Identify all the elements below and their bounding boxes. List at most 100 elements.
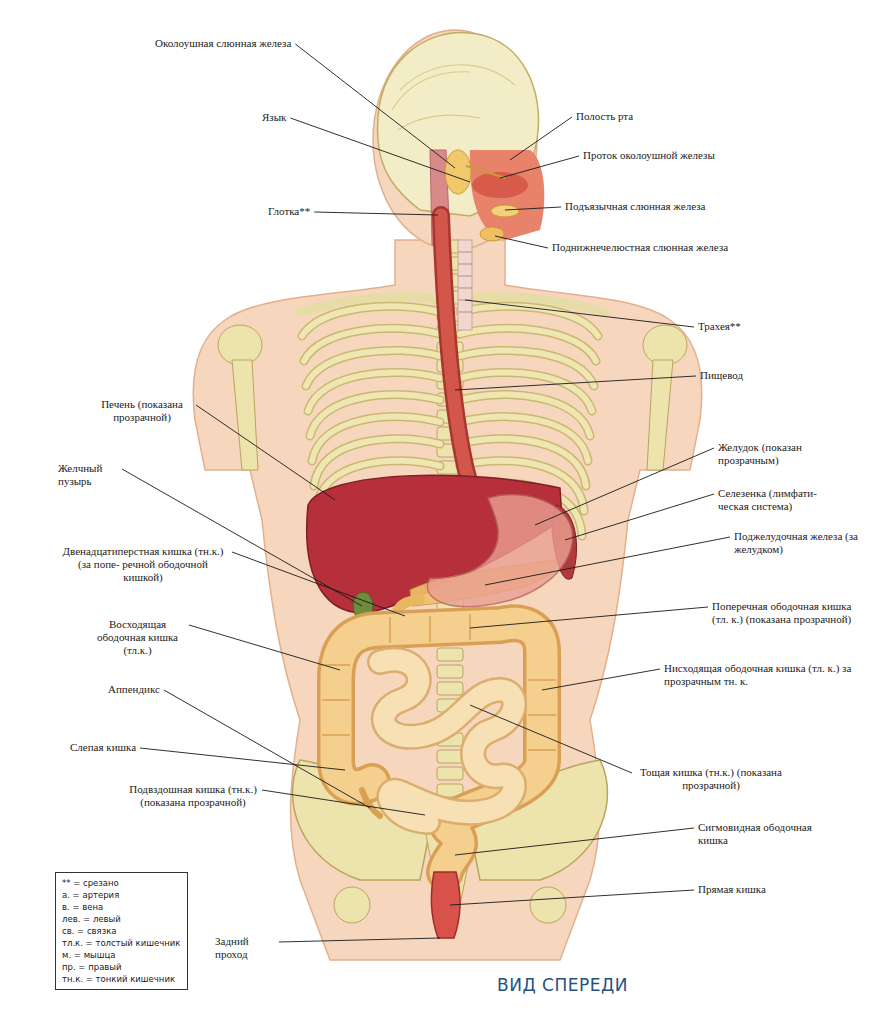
mouth-organs-part	[445, 150, 471, 194]
part-label: Подъязычная слюнная железа	[565, 200, 705, 213]
leader-line	[485, 537, 730, 585]
part-label: Задний проход	[215, 935, 275, 961]
leader-line	[465, 300, 694, 327]
colon-part	[336, 623, 542, 872]
stomach	[427, 495, 572, 607]
legend-entry: лев. = левый	[62, 913, 181, 925]
ribs-part	[460, 372, 592, 411]
part-label: Трахея**	[698, 320, 741, 333]
leader-line	[495, 236, 548, 248]
part-label: Слепая кишка	[70, 741, 136, 754]
leader-line	[535, 448, 714, 525]
leader-line	[279, 938, 440, 942]
trachea-part	[458, 252, 472, 312]
appendix-part	[362, 790, 380, 816]
ribs-part	[306, 350, 440, 386]
leader-line	[140, 748, 345, 770]
ribs-part	[308, 372, 440, 411]
part-label: Селезенка (лимфати- ческая система)	[718, 487, 830, 513]
leader-line	[470, 705, 632, 773]
legend-entry: м. = мышца	[62, 949, 181, 961]
part-label: Подвздошная кишка (тн.к.) (показана проз…	[128, 783, 258, 809]
part-label: Околоушная слюнная железа	[155, 37, 291, 50]
skeleton-part	[647, 360, 673, 470]
mouth-organs-part	[491, 205, 519, 217]
leader-line	[542, 669, 660, 690]
legend-entry: а. = артерия	[62, 889, 181, 901]
part-label: Сигмовидная ободочная кишка	[698, 821, 838, 847]
esophagus	[441, 215, 512, 507]
spine-part	[437, 750, 463, 763]
part-label: Проток околоушной железы	[583, 149, 715, 162]
part-label: Аппендикс	[108, 683, 160, 696]
part-label: Печень (показана прозрачной)	[92, 398, 192, 424]
skull-part	[378, 32, 539, 216]
ribs-part	[460, 350, 594, 386]
part-label: Прямая кишка	[698, 883, 766, 896]
mouth-organs-part	[466, 166, 506, 178]
part-label: Поднижнечелюстная слюнная железа	[552, 241, 728, 254]
esophagus-part	[441, 215, 512, 507]
leader-line	[314, 212, 438, 215]
leader-line	[295, 44, 455, 168]
leader-line	[470, 607, 708, 628]
part-label: Двенадцатиперстная кишка (тн.к.) (за поп…	[58, 545, 228, 584]
spine-part	[437, 648, 463, 661]
colon-part	[336, 623, 542, 872]
leader-line	[262, 790, 425, 815]
skeleton-part	[218, 325, 262, 365]
part-label: Язык	[262, 111, 286, 124]
part-label: Тощая кишка (тн.к.) (показана прозрачной…	[636, 766, 786, 792]
skeleton-part	[643, 325, 687, 365]
part-label: Полость рта	[576, 110, 633, 123]
caption: ВИД СПЕРЕДИ	[497, 975, 628, 995]
colon	[322, 614, 556, 872]
legend-entry: в. = вена	[62, 901, 181, 913]
legend-entry: тн.к. = тонкий кишечник	[62, 973, 181, 985]
ribs-part	[306, 350, 440, 386]
part-label: Восходящая ободочная кишка (тл.к.)	[90, 618, 185, 657]
appendix	[362, 790, 380, 816]
spine-part	[437, 682, 463, 695]
part-label: Поджелудочная железа (за желудком)	[734, 530, 859, 556]
small-intestine-part	[380, 660, 514, 822]
small-intestine	[380, 660, 514, 822]
legend-box: ** = срезаноа. = артерияв. = веналев. = …	[55, 872, 188, 990]
mouth-organs-part	[470, 150, 545, 240]
leader-line	[500, 156, 579, 178]
legend-entry: пр. = правый	[62, 961, 181, 973]
leader-line	[455, 828, 694, 855]
leader-line	[196, 405, 335, 500]
leader-line	[450, 890, 694, 905]
legend-entry: св. = связка	[62, 925, 181, 937]
legend-entry: тл.к. = толстый кишечник	[62, 937, 181, 949]
stomach-part	[427, 495, 572, 607]
part-label: Поперечная ободочная кишка (тл. к.) (пок…	[712, 600, 852, 626]
skeleton-part	[334, 887, 370, 923]
part-label: Пищевод	[700, 369, 743, 382]
leader-line	[189, 625, 340, 670]
small-intestine-part	[380, 660, 514, 822]
ribs-part	[460, 328, 596, 361]
trachea-part	[458, 240, 472, 330]
part-label: Нисходящая ободочная кишка (тл. к.) за п…	[664, 662, 869, 688]
part-label: Желчный пузырь	[58, 462, 118, 488]
mouth-organs-part	[480, 227, 504, 241]
skull-part	[392, 65, 515, 130]
spine-part	[437, 767, 463, 780]
leader-line	[455, 376, 696, 390]
skeleton-part	[530, 887, 566, 923]
leader-line	[232, 552, 405, 616]
leader-line	[510, 117, 572, 160]
trachea	[458, 240, 472, 330]
ribs-part	[460, 350, 594, 386]
leader-line	[505, 207, 561, 210]
skeleton-part	[232, 360, 258, 470]
esophagus-part	[441, 215, 512, 507]
ribs-part	[304, 328, 440, 361]
part-label: Глотка**	[268, 205, 310, 218]
skull	[378, 32, 539, 216]
spine-part	[437, 665, 463, 678]
body-silhouette	[193, 30, 701, 960]
